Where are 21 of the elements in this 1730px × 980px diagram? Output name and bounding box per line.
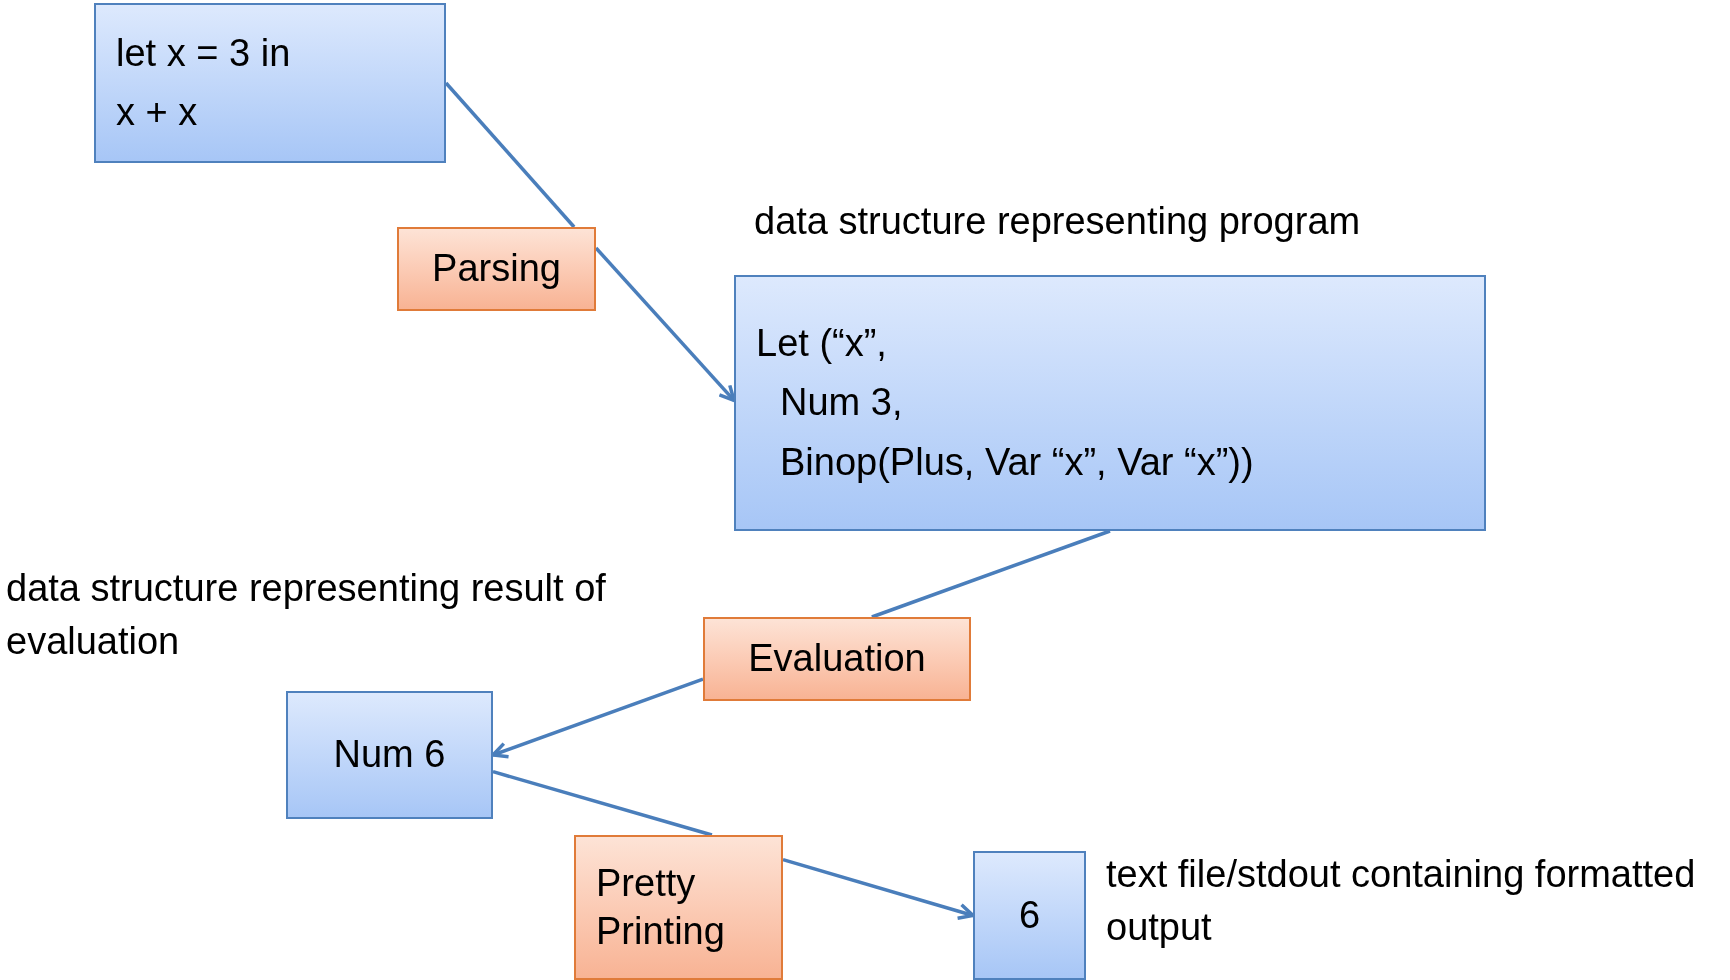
caption-text: data structure representing result of evaluation <box>6 566 607 665</box>
box-text: 6 <box>1018 892 1041 938</box>
step-box <box>574 835 783 980</box>
step-box <box>397 227 596 311</box>
box-text: let x = 3 in <box>116 30 292 76</box>
box-text: Parsing <box>432 246 561 292</box>
caption-text: text file/stdout containing formatted output <box>1106 852 1697 951</box>
data-box <box>734 275 1486 531</box>
box-text: Let (“x”, <box>756 320 888 366</box>
box-text: Evaluation <box>748 636 926 682</box>
box-text: Pretty Printing <box>596 861 726 954</box>
data-box <box>973 851 1086 980</box>
data-box <box>286 691 493 819</box>
box-text: Num 6 <box>333 732 446 778</box>
box-text: Num 3, <box>779 380 904 426</box>
data-box <box>94 3 446 163</box>
step-box <box>703 617 971 701</box>
box-text: Binop(Plus, Var “x”, Var “x”)) <box>779 439 1255 485</box>
caption-text: data structure representing program <box>754 199 1362 244</box>
arrow <box>782 857 975 920</box>
box-text: x + x <box>116 90 199 135</box>
